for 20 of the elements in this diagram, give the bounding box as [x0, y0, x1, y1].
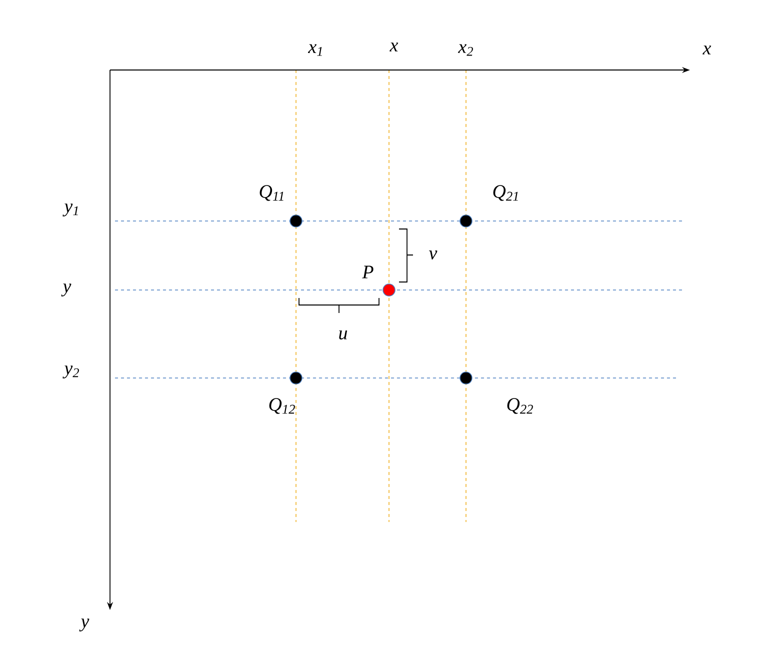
grid-line-label: x$_{2}$ [458, 44, 473, 56]
point [460, 214, 472, 228]
brace-label: v [429, 250, 438, 260]
point [382, 284, 396, 296]
point [460, 372, 472, 384]
point-label: Q$_{11}$ [260, 185, 284, 201]
point-label: Q$_{22}$ [507, 398, 533, 414]
point-label: Q$_{21}$ [493, 185, 518, 201]
grid-line-label: y [61, 284, 72, 296]
grid-line-label: x [390, 42, 398, 52]
brace-label: u [339, 330, 348, 340]
grid-line-label: y$_{2}$ [62, 366, 79, 378]
axis-label: x [702, 46, 712, 54]
axis-label: y [79, 618, 90, 632]
point-label: Q$_{12}$ [269, 398, 295, 414]
point [290, 372, 302, 384]
grid-line-label: y$_{1}$ [62, 204, 78, 216]
point [290, 214, 302, 228]
point-label: P [362, 266, 374, 278]
grid-line-label: x$_{1}$ [308, 44, 322, 56]
